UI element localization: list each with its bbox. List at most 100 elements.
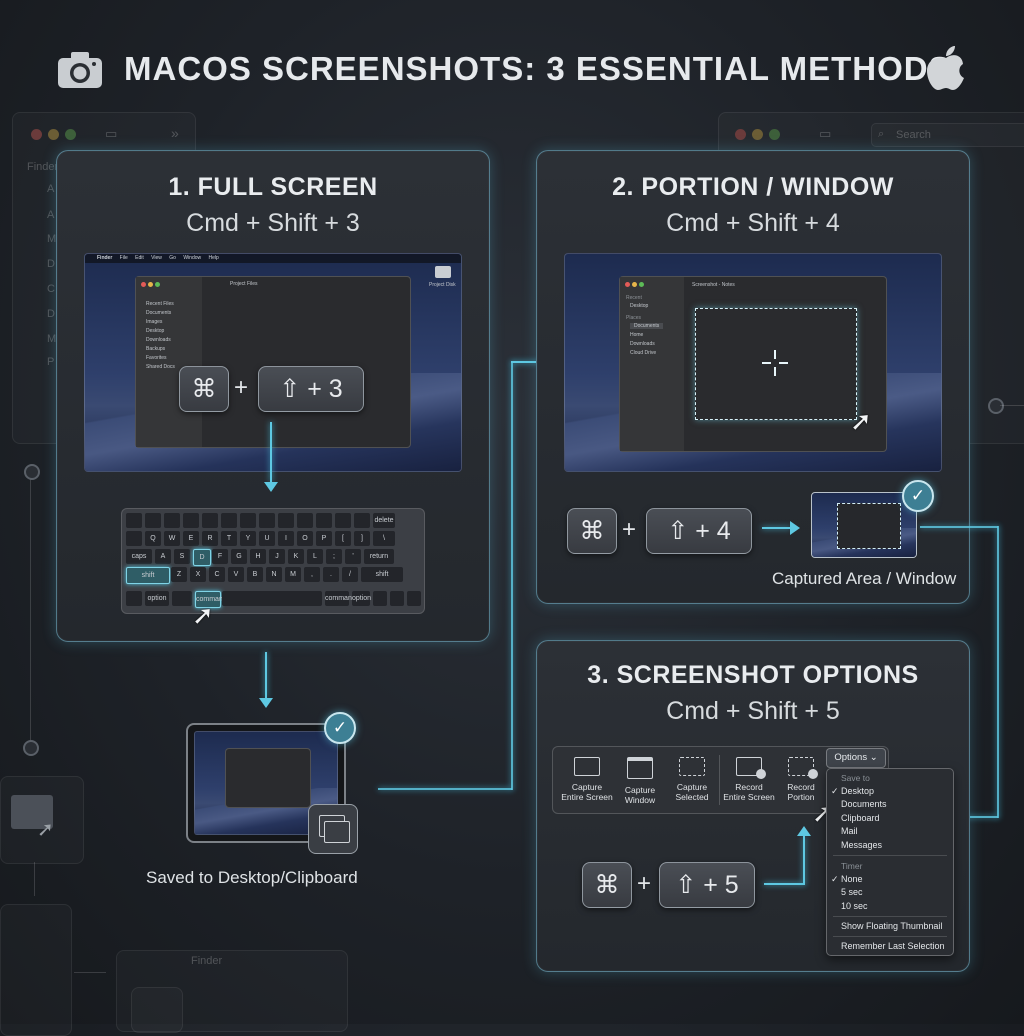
connector-line — [1000, 405, 1024, 406]
menu-item-10-sec[interactable]: 10 sec — [841, 901, 868, 911]
keyboard-key — [316, 513, 332, 528]
ghost-sidebar-item: D — [47, 308, 55, 320]
portion-screen-mock: Screenshot - Notes Recent Desktop Places… — [564, 253, 942, 472]
keyboard-key: N — [266, 567, 282, 582]
keyboard-key: / — [342, 567, 358, 582]
keyboard-key — [354, 513, 370, 528]
keyboard-key: command — [325, 591, 356, 606]
capture-window-button[interactable]: Capture Window — [612, 753, 668, 805]
connector-line — [74, 972, 106, 973]
apple-icon — [927, 46, 964, 90]
sidebar-item: Downloads — [630, 341, 655, 347]
connector-line — [34, 862, 35, 896]
window-close-dot — [31, 129, 42, 140]
desktop-icon-label: Project Disk — [429, 282, 456, 288]
arrow-down-icon — [264, 482, 278, 492]
flow-line — [378, 788, 512, 790]
saved-window-thumb — [225, 748, 311, 808]
menubar-item: View — [151, 255, 162, 261]
sidebar-item: Recent Files — [146, 301, 174, 307]
menu-item-documents[interactable]: Documents — [841, 799, 887, 809]
panel-title: 1. FULL SCREEN — [168, 173, 378, 201]
menu-header-save-to: Save to — [841, 773, 870, 783]
flow-line — [511, 362, 513, 790]
toolbar-label-line1: Capture — [624, 785, 656, 795]
window-close-dot — [735, 129, 746, 140]
key-command: ⌘ — [567, 508, 617, 554]
arrow-up-icon — [797, 826, 811, 836]
menu-separator — [833, 936, 947, 937]
folder-icon — [11, 795, 53, 829]
record-entire-screen-button[interactable]: Record Entire Screen — [721, 753, 777, 802]
menu-item-remember-selection[interactable]: Remember Last Selection — [841, 941, 945, 951]
flow-line — [265, 652, 267, 698]
cursor-icon: ➚ — [37, 819, 54, 841]
saved-screen-frame — [186, 723, 346, 843]
toolbar-label-line2: Entire Screen — [561, 792, 613, 802]
window-minimize-dot — [48, 129, 59, 140]
keyboard-key: O — [297, 531, 313, 546]
crosshair-icon — [762, 350, 788, 376]
menubar-item: Go — [169, 255, 176, 261]
ghost-sidebar-item: D — [47, 258, 55, 270]
keyboard-key: [ — [335, 531, 351, 546]
window-minimize-dot — [148, 282, 153, 287]
keyboard-key: F — [212, 549, 228, 564]
menu-item-mail[interactable]: Mail — [841, 826, 858, 836]
keyboard-key: M — [285, 567, 301, 582]
keyboard-key — [373, 591, 387, 606]
toolbar-separator — [719, 755, 720, 805]
keyboard-key: shift — [126, 567, 170, 584]
capture-selected-button[interactable]: Capture Selected — [664, 753, 720, 802]
connector-line — [30, 470, 31, 748]
ghost-sidebar-item: C — [47, 283, 55, 295]
plus-sign: + — [234, 374, 249, 401]
menu-separator — [833, 855, 947, 856]
toolbar-label-line1: Capture — [571, 782, 603, 792]
menu-item-clipboard[interactable]: Clipboard — [841, 813, 880, 823]
menu-item-floating-thumbnail[interactable]: Show Floating Thumbnail — [841, 921, 943, 931]
panel-title: 3. SCREENSHOT OPTIONS — [587, 661, 919, 689]
menu-header-timer: Timer — [841, 861, 863, 871]
saved-screen — [194, 731, 338, 835]
keyboard-key: , — [304, 567, 320, 582]
keyboard-key — [240, 513, 256, 528]
captured-caption: Captured Area / Window — [772, 569, 957, 588]
options-menu: Save to ✓ Desktop Documents Clipboard Ma… — [826, 768, 954, 956]
panel-shortcut: Cmd + Shift + 4 — [666, 209, 840, 237]
keyboard-key: H — [250, 549, 266, 564]
flow-line — [920, 526, 998, 528]
sidebar-item: Documents — [146, 310, 172, 316]
menu-item-desktop[interactable]: Desktop — [841, 786, 875, 796]
keyboard-key: E — [183, 531, 199, 546]
flow-line — [952, 816, 998, 818]
menubar-item: Window — [183, 255, 202, 261]
sidebar-item: Cloud Drive — [630, 350, 657, 356]
record-portion-button[interactable]: Record Portion — [773, 753, 829, 802]
toolbar-label-line2: Selected — [675, 792, 709, 802]
keyboard-key: option — [145, 591, 169, 606]
sidebar-item: Documents — [630, 323, 664, 329]
keyboard-key: command — [195, 591, 227, 608]
connector-node — [23, 740, 39, 756]
sidebar-heading: Recent — [626, 295, 642, 301]
keyboard-key: K — [288, 549, 304, 564]
key-shift-5: ⇧ + 5 — [659, 862, 755, 908]
capture-entire-screen-button[interactable]: Capture Entire Screen — [559, 753, 615, 802]
options-button[interactable]: Options ⌄ — [826, 748, 886, 768]
ghost-finder-label: Finder — [27, 161, 59, 173]
keyboard-key — [183, 513, 199, 528]
keyboard-key: Q — [145, 531, 161, 546]
menu-item-messages[interactable]: Messages — [841, 840, 883, 850]
toolbar-label-line2: Window — [624, 795, 656, 805]
keyboard-key: T — [221, 531, 237, 546]
sidebar-item: Images — [146, 319, 163, 325]
keyboard-key: \ — [373, 531, 395, 546]
menu-item-none[interactable]: None — [841, 874, 863, 884]
ghost-sidebar-item: M — [47, 333, 57, 345]
ghost-sidebar-item: A — [47, 183, 55, 195]
screen-icon — [574, 757, 600, 776]
keyboard-key: option — [352, 591, 371, 606]
menu-item-5-sec[interactable]: 5 sec — [841, 887, 863, 897]
window-close-dot — [625, 282, 630, 287]
